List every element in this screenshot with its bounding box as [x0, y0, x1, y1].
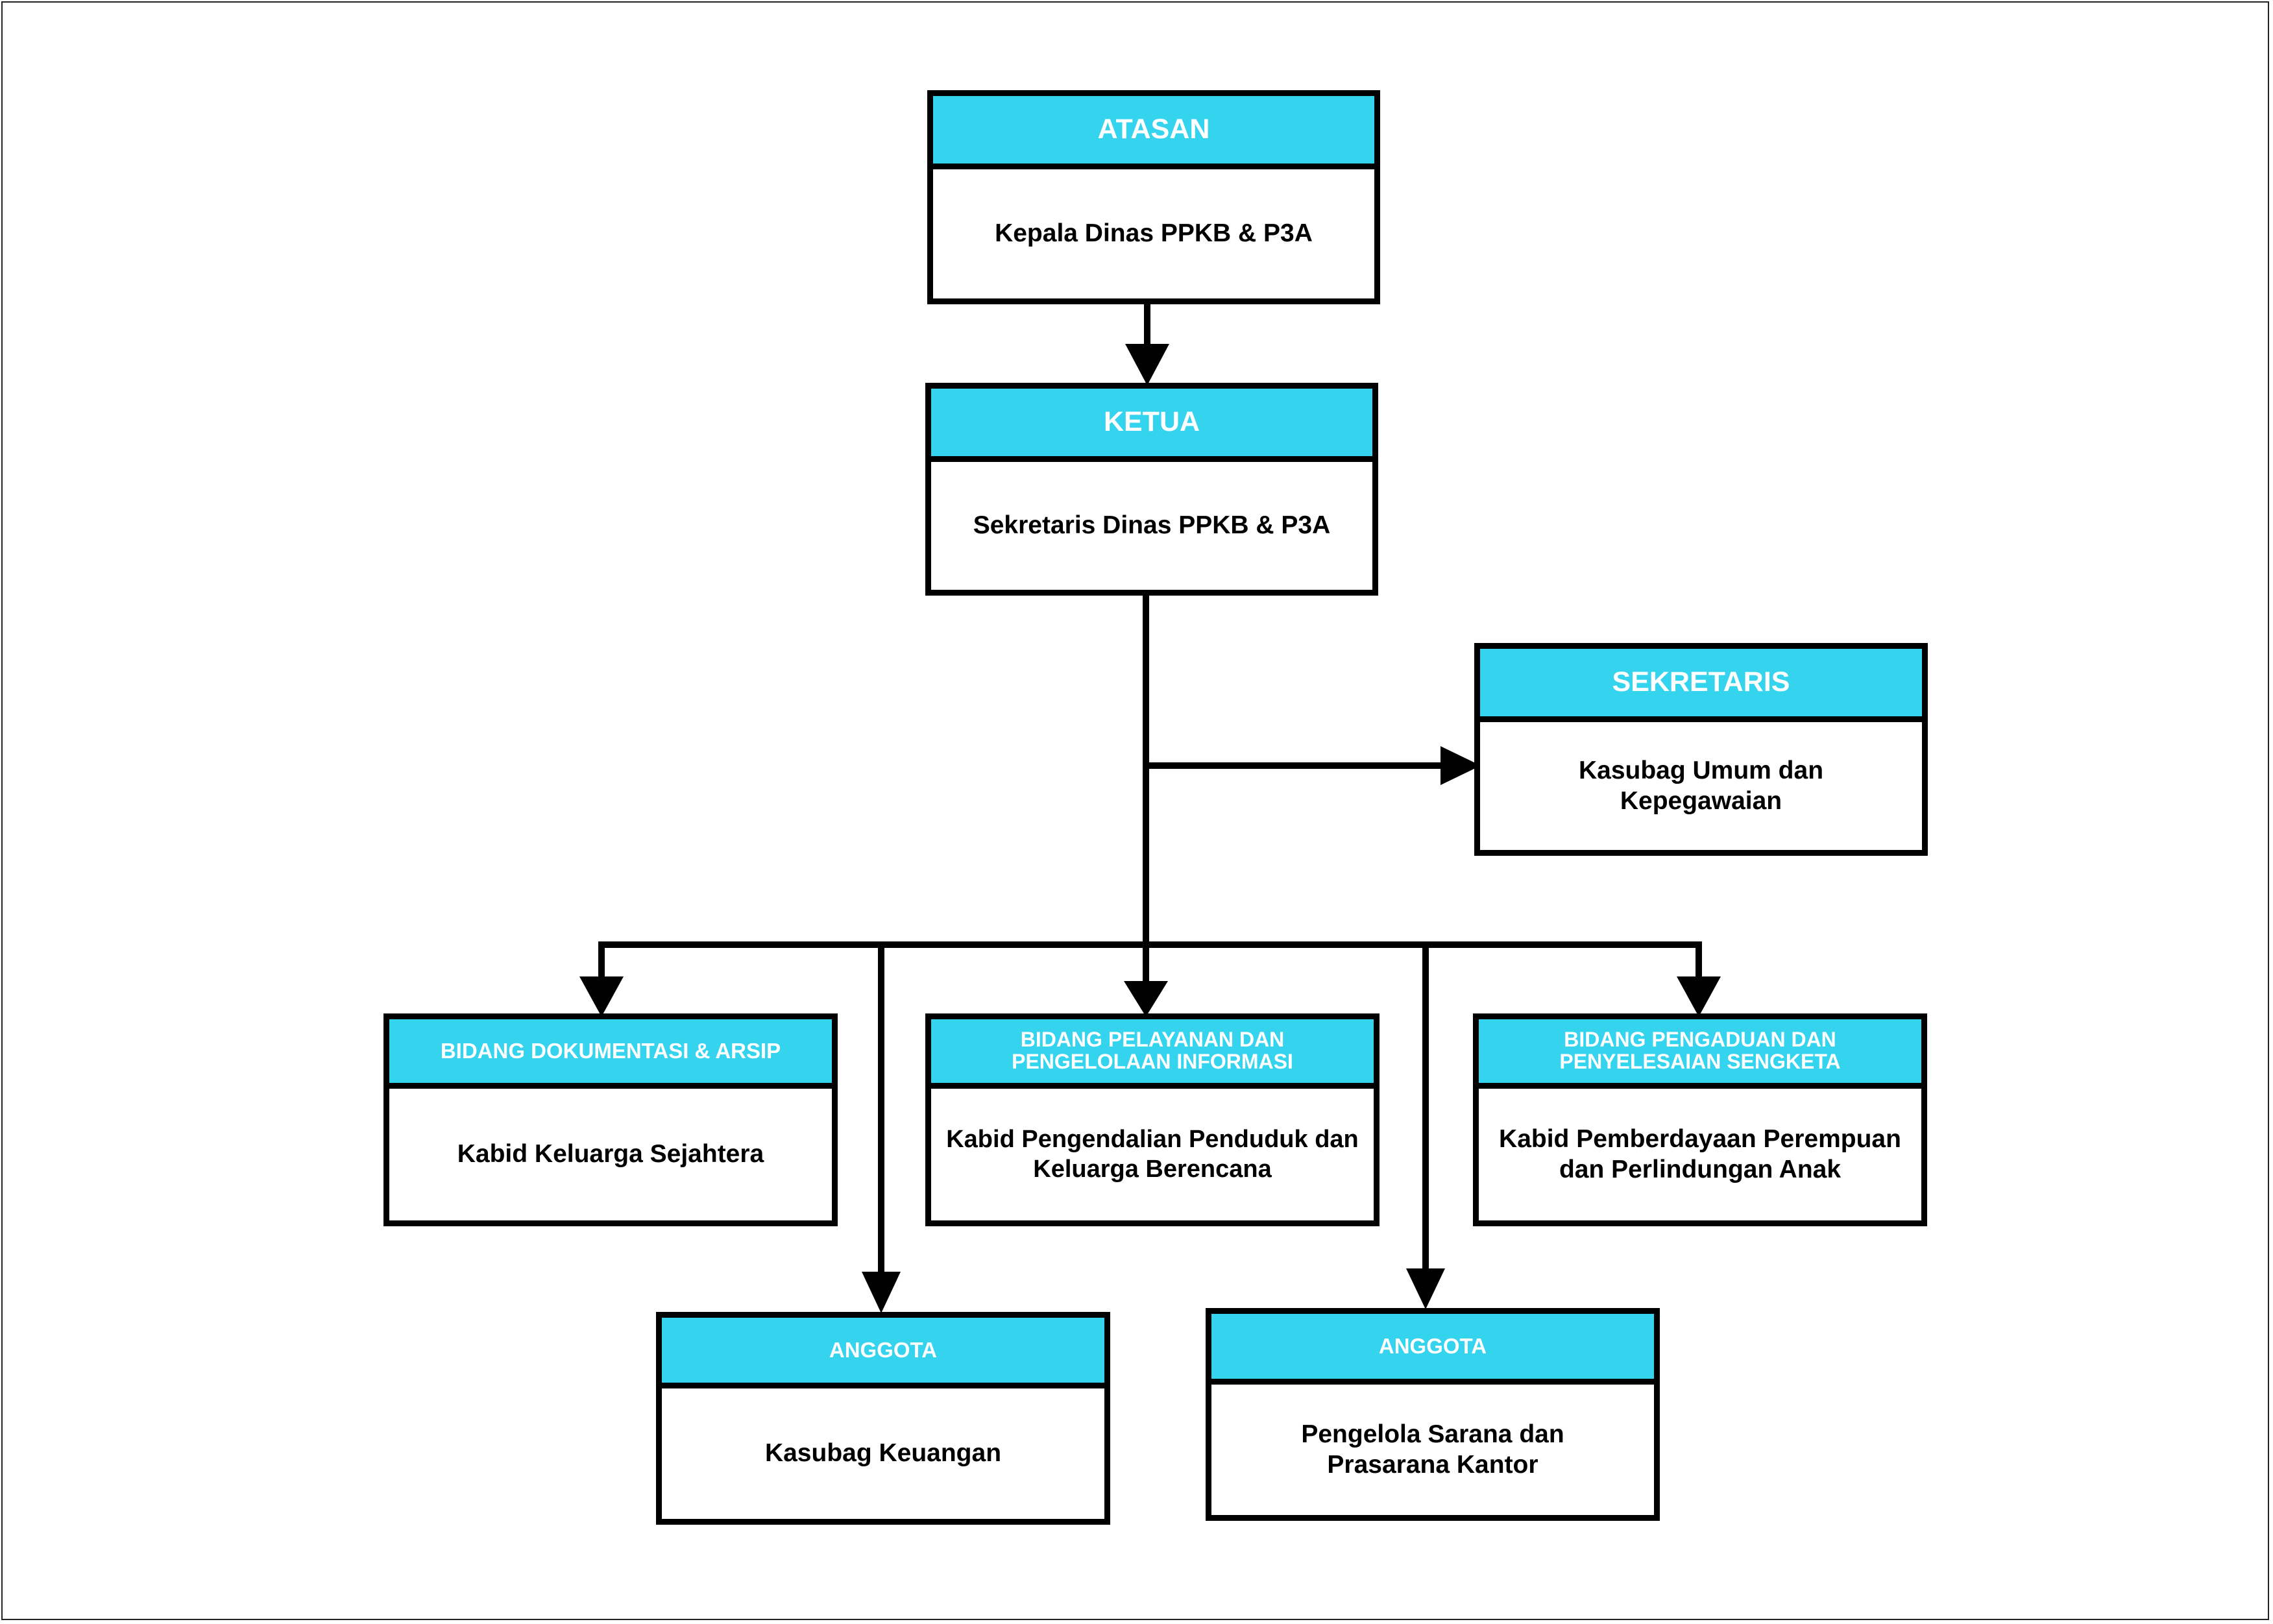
- node-bidang-pengaduan-title: BIDANG PENGADUAN DAN PENYELESAIAN SENGKE…: [1479, 1019, 1921, 1089]
- arrowhead-pengaduan: [1677, 976, 1721, 1017]
- node-bidang-pelayanan-title: BIDANG PELAYANAN DAN PENGELOLAAN INFORMA…: [931, 1019, 1374, 1089]
- arrowhead-dokumentasi: [579, 976, 624, 1017]
- node-sekretaris-title: SEKRETARIS: [1480, 649, 1922, 722]
- node-bidang-dokumentasi-title: BIDANG DOKUMENTASI & ARSIP: [389, 1019, 832, 1089]
- node-ketua-title: KETUA: [931, 389, 1372, 462]
- node-sekretaris-text: Kasubag Umum dan Kepegawaian: [1578, 756, 1824, 815]
- arrowhead-anggota-2: [1406, 1268, 1445, 1309]
- node-anggota-2-text: Pengelola Sarana dan Prasarana Kantor: [1301, 1420, 1564, 1479]
- node-anggota-1: ANGGOTA Kasubag Keuangan: [656, 1312, 1110, 1525]
- node-bidang-pengaduan: BIDANG PENGADUAN DAN PENYELESAIAN SENGKE…: [1473, 1013, 1927, 1226]
- node-anggota-1-text: Kasubag Keuangan: [764, 1439, 1002, 1468]
- node-bidang-pelayanan: BIDANG PELAYANAN DAN PENGELOLAAN INFORMA…: [925, 1013, 1380, 1226]
- node-ketua: KETUA Sekretaris Dinas PPKB & P3A: [925, 383, 1378, 596]
- arrowhead-ketua: [1125, 344, 1169, 385]
- node-atasan-text: Kepala Dinas PPKB & P3A: [995, 219, 1313, 248]
- node-bidang-pengaduan-text: Kabid Pemberdayaan Perempuan dan Perlind…: [1499, 1124, 1901, 1183]
- node-bidang-pelayanan-text: Kabid Pengendalian Penduduk dan Keluarga…: [946, 1125, 1359, 1183]
- node-ketua-text: Sekretaris Dinas PPKB & P3A: [973, 511, 1331, 540]
- arrowhead-pelayanan: [1124, 981, 1168, 1017]
- node-bidang-dokumentasi-text: Kabid Keluarga Sejahtera: [457, 1140, 764, 1169]
- node-atasan-title: ATASAN: [933, 96, 1374, 169]
- arrowhead-sekretaris: [1440, 746, 1481, 785]
- node-anggota-2-title: ANGGOTA: [1211, 1314, 1654, 1385]
- node-anggota-1-title: ANGGOTA: [662, 1318, 1104, 1388]
- node-sekretaris: SEKRETARIS Kasubag Umum dan Kepegawaian: [1474, 643, 1928, 856]
- node-atasan: ATASAN Kepala Dinas PPKB & P3A: [927, 90, 1380, 304]
- arrowhead-anggota-1: [862, 1272, 901, 1313]
- node-bidang-dokumentasi: BIDANG DOKUMENTASI & ARSIP Kabid Keluarg…: [383, 1013, 838, 1226]
- node-anggota-2: ANGGOTA Pengelola Sarana dan Prasarana K…: [1206, 1308, 1660, 1521]
